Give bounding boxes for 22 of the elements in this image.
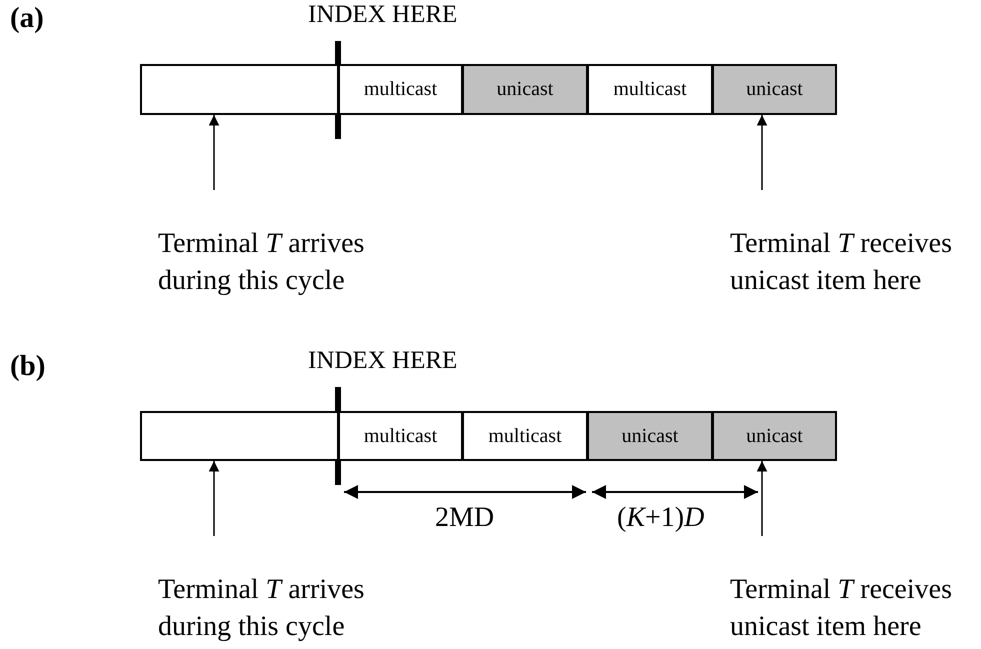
panel-label: (b) xyxy=(10,350,46,383)
index-label: INDEX HERE xyxy=(308,1,458,29)
timeline-segment: unicast xyxy=(587,411,713,461)
timeline-segment: unicast xyxy=(712,64,837,115)
index-label: INDEX HERE xyxy=(308,347,458,375)
annotation-text: Terminal T receives unicast item here xyxy=(730,190,980,298)
arrow xyxy=(208,115,220,190)
timeline-segment: unicast xyxy=(462,64,588,115)
arrow xyxy=(208,461,220,536)
dimension-label: (K+1)D xyxy=(617,502,704,534)
panel-label: (a) xyxy=(10,2,44,35)
annotation-text: Terminal T arrives during this cycle xyxy=(158,536,408,644)
timeline-segment: multicast xyxy=(587,64,713,115)
timeline-segment: multicast xyxy=(462,411,588,461)
timeline-segment: unicast xyxy=(712,411,837,461)
annotation-text: Terminal T arrives during this cycle xyxy=(158,190,408,298)
annotation-text: Terminal T receives unicast item here xyxy=(730,536,980,644)
arrow xyxy=(756,461,768,536)
timeline-segment: multicast xyxy=(338,411,463,461)
timeline-segment: multicast xyxy=(338,64,463,115)
arrow xyxy=(756,115,768,190)
dimension-label: 2MD xyxy=(435,502,494,534)
